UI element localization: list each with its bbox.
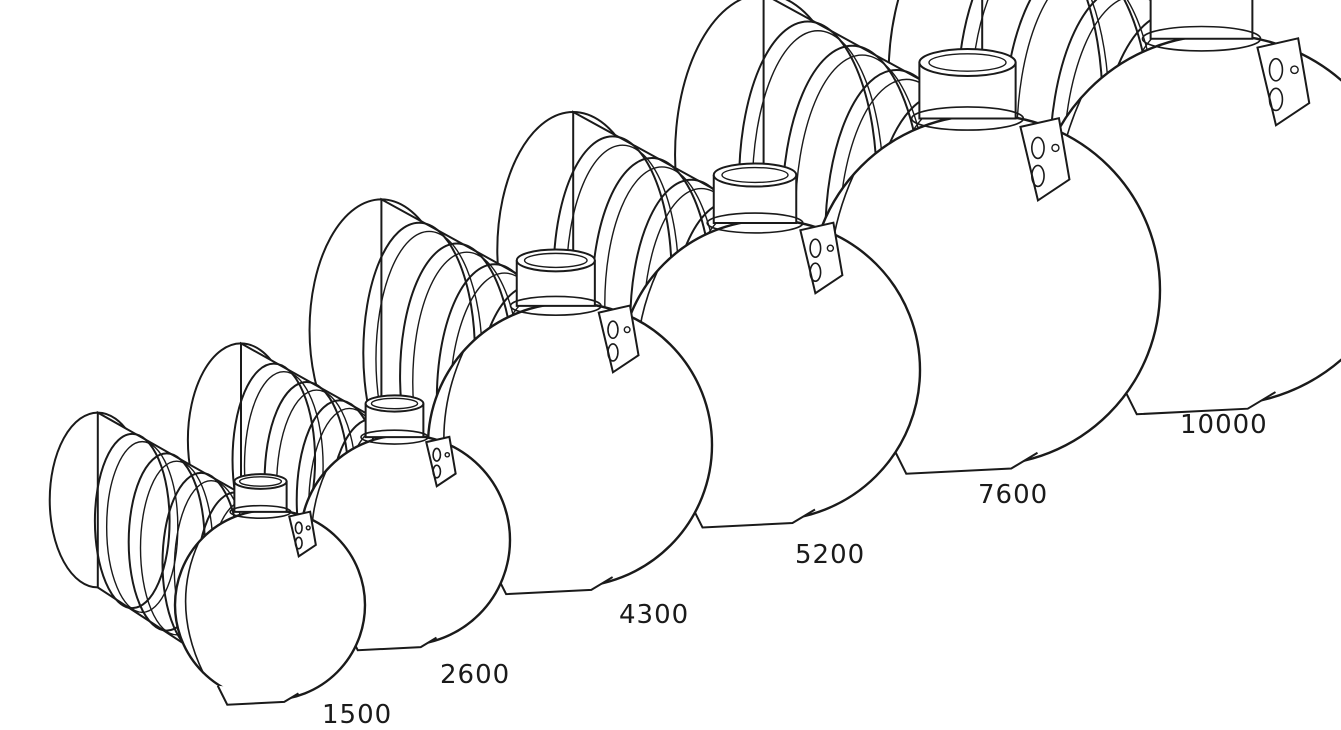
tank-1500-inlet-port (294, 521, 303, 535)
tank-1500 (48, 410, 367, 706)
tank-7600-neck (918, 62, 1017, 120)
capacity-label-5200: 5200 (795, 540, 866, 570)
tank-1500-manhole-opening (238, 476, 283, 487)
tank-7600-vent-port (1051, 143, 1060, 153)
tank-1500-rib-edge (105, 440, 179, 614)
tank-1500-neck (233, 481, 288, 513)
capacity-label-4300: 4300 (619, 600, 690, 630)
tank-1500-collar-flange (229, 504, 292, 519)
tank-4300-neck (515, 260, 596, 307)
tank-10000-base-foot (1117, 376, 1277, 416)
tank-10000-outlet-port (1268, 87, 1284, 112)
tank-7600-collar-flange (910, 106, 1025, 131)
capacity-label-7600: 7600 (978, 480, 1049, 510)
tank-1500-front-dome (173, 508, 367, 702)
tank-2600-vent-port (444, 451, 451, 458)
tank-1500-vent-port (305, 525, 311, 531)
tank-2600-inlet-port (432, 447, 442, 462)
tank-1500-base-foot (216, 685, 300, 706)
tank-10000-inlet-port (1268, 57, 1284, 82)
tank-1500-dome-seam (184, 541, 205, 674)
tank-1500-rib (93, 432, 171, 610)
tank-10000-neck (1149, 0, 1254, 40)
tank-5200-collar-flange (706, 212, 804, 234)
tank-10000-collar-flange (1141, 25, 1262, 52)
tank-5200-manhole-opening (721, 166, 789, 184)
tank-2600-neck (364, 403, 425, 439)
tank-10000-vent-port (1290, 65, 1299, 75)
tank-5200-inlet-port (809, 238, 822, 258)
tank-4300-manhole-opening (523, 252, 588, 269)
tank-5200-outlet-port (809, 262, 822, 283)
tank-1500-outlet-port (294, 536, 303, 550)
tank-7600-inlet-port (1031, 136, 1045, 160)
tank-7600-manhole-rim (918, 48, 1017, 77)
tank-4300-collar-flange (509, 295, 602, 317)
tank-7600-base-foot (887, 438, 1039, 475)
tank-7600-manhole-opening (928, 53, 1007, 72)
tank-4300-vent-port (623, 326, 631, 334)
tank-2600-manhole-opening (370, 397, 419, 410)
tank-2600-outlet-port (432, 464, 442, 479)
capacity-label-10000: 10000 (1180, 410, 1268, 440)
tank-4300-inlet-port (607, 320, 619, 340)
tank-5200-vent-port (826, 244, 835, 252)
tank-5200-neck (712, 175, 798, 224)
capacity-label-2600: 2600 (440, 660, 511, 690)
tank-2600-collar-flange (360, 429, 429, 445)
capacity-label-1500: 1500 (322, 700, 393, 730)
tank-4300-outlet-port (607, 343, 619, 362)
tank-7600-outlet-port (1031, 164, 1045, 188)
